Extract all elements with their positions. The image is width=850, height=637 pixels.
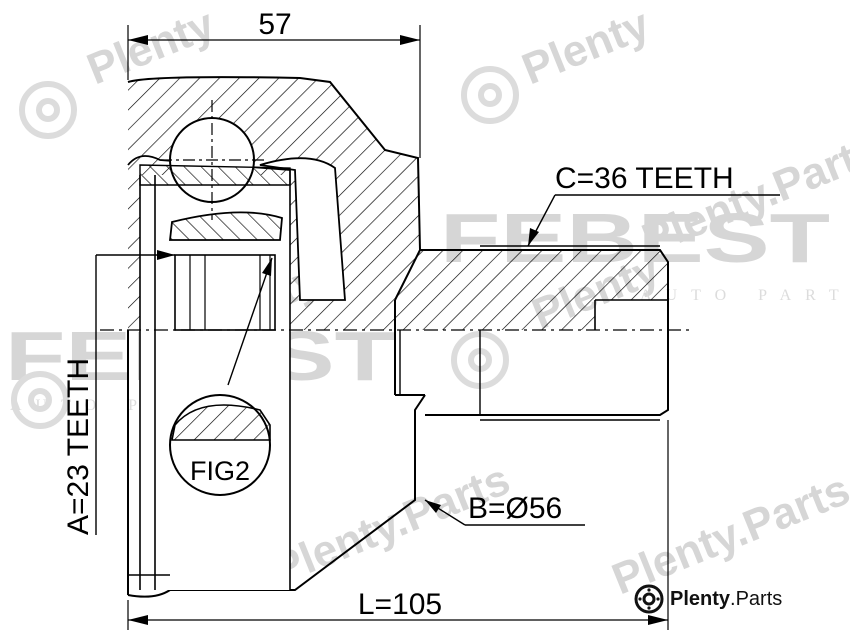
output-shaft <box>395 245 669 421</box>
watermark-auto-parts: AUTO PARTS <box>640 287 850 304</box>
dimension-57-label: 57 <box>258 8 291 41</box>
ball-cage <box>139 100 346 301</box>
inner-hub <box>174 254 276 331</box>
outer-teeth-label: C=36 TEETH <box>555 162 734 195</box>
dimension-57: 57 <box>127 8 421 158</box>
dimension-total-length: L=105 <box>127 420 669 630</box>
callout-inner-teeth: A=23 TEETH <box>62 250 175 535</box>
inner-teeth-label: A=23 TEETH <box>62 358 95 535</box>
callout-outer-teeth: C=36 TEETH <box>527 162 780 247</box>
brand-watermark: Plenty .Parts <box>634 582 782 616</box>
watermark-plenty: Plenty <box>515 0 656 94</box>
brand-name: Plenty <box>670 587 731 610</box>
brand-suffix: .Parts <box>730 587 783 610</box>
diameter-label: B=Ø56 <box>468 492 562 525</box>
dimension-total-length-label: L=105 <box>358 588 442 621</box>
fig2-detail: FIG2 <box>169 257 273 496</box>
fig2-label: FIG2 <box>190 456 250 486</box>
brake-disc-icon <box>634 584 664 614</box>
callout-diameter: B=Ø56 <box>424 492 585 526</box>
